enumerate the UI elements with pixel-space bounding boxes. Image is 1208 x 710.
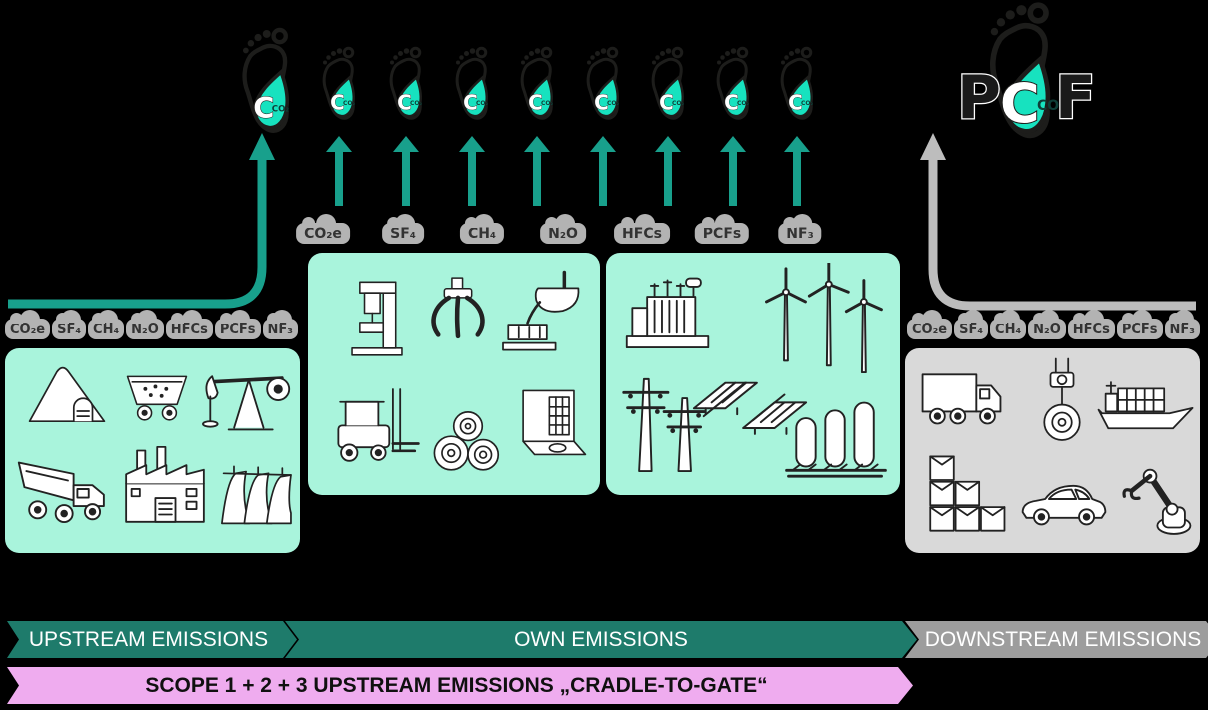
container-ship-icon [1095, 368, 1197, 438]
emission-stamp [715, 45, 751, 206]
gas-cloud: HFCs [614, 217, 670, 244]
gas-cloud: PCFs [694, 217, 750, 244]
banner-downstream-emissions: DOWNSTREAM EMISSIONS [905, 621, 1208, 658]
crane-hook-coil-icon [1031, 356, 1093, 454]
pcf-logo: P C CO₂ F [956, 0, 1097, 140]
gas-cloud: PCFs [214, 313, 261, 339]
packages-icon [923, 450, 1009, 538]
transformer-station-icon [618, 273, 718, 361]
gas-cloud: CO₂e [907, 313, 953, 339]
downstream-gas-row: CO₂e SF₄ CH₄ N₂O HFCs PCFs NF₃ [907, 313, 1200, 339]
upstream-gas-row: CO₂e SF₄ CH₄ N₂O HFCs PCFs NF₃ [5, 313, 298, 339]
banner-label: OWN EMISSIONS [514, 628, 688, 651]
carbon-footprint-icon [650, 46, 685, 120]
up-arrow-icon [459, 136, 485, 206]
gas-cloud: SF₄ [954, 313, 989, 339]
mine-cart-icon [117, 364, 197, 426]
pcf-co2-label: CO₂ [1037, 98, 1065, 114]
dump-truck-icon [15, 448, 119, 530]
gas-cloud: HFCs [165, 313, 213, 339]
emission-stamp [388, 45, 424, 206]
panel-own-production [308, 253, 600, 495]
carbon-footprint-icon [321, 46, 356, 120]
gas-cloud: CH₄ [990, 313, 1027, 339]
emission-stamp [779, 45, 815, 206]
emission-stamp [321, 45, 357, 206]
up-arrow-icon [590, 136, 616, 206]
factory-icon [117, 444, 213, 532]
cargo-truck-icon [917, 362, 1019, 434]
car-body-icon [1017, 470, 1111, 528]
up-arrow-icon [784, 136, 810, 206]
emission-stamp [585, 45, 621, 206]
ore-mound-icon [23, 360, 111, 428]
forklift-icon [322, 381, 422, 477]
gas-cloud: CH₄ [88, 313, 125, 339]
gas-cloud: CH₄ [459, 217, 505, 244]
up-arrow-icon [524, 136, 550, 206]
grabber-claw-icon [420, 267, 496, 363]
gas-cloud: NF₃ [262, 313, 298, 339]
processing-machine-icon [510, 379, 592, 479]
pcf-letter-p: P [957, 63, 1001, 133]
up-arrow-icon [393, 136, 419, 206]
emission-stamp [519, 45, 555, 206]
pcf-letter-c: C [1000, 72, 1040, 135]
gas-cloud: CO₂e [5, 313, 51, 339]
power-pylons-icon [618, 369, 714, 479]
carbon-footprint-icon [454, 46, 489, 120]
banner-own-emissions: OWN EMISSIONS [285, 621, 917, 658]
gas-cloud: HFCs [1067, 313, 1115, 339]
downstream-flow-line [920, 133, 1196, 311]
upstream-flow-line [8, 133, 275, 309]
emission-stamp [454, 45, 490, 206]
banner-scope-cradle-to-gate: SCOPE 1 + 2 + 3 UPSTREAM EMISSIONS „CRAD… [7, 667, 913, 704]
panel-upstream-raw-materials [5, 348, 300, 553]
carbon-footprint-icon [240, 26, 290, 134]
emission-stamp [650, 45, 686, 206]
robot-arm-icon [1117, 448, 1195, 540]
gas-cloud: SF₄ [52, 313, 87, 339]
panel-own-energy [606, 253, 900, 495]
gas-tanks-icon [782, 389, 890, 481]
solar-panels-icon [686, 353, 814, 437]
banner-label: SCOPE 1 + 2 + 3 UPSTREAM EMISSIONS „CRAD… [145, 674, 768, 697]
up-arrow-icon [326, 136, 352, 206]
carbon-footprint-icon [715, 46, 750, 120]
gas-cloud: SF₄ [382, 217, 424, 244]
gas-cloud: N₂O [1028, 313, 1066, 339]
oil-pumpjack-icon [201, 356, 293, 434]
banner-upstream-emissions: UPSTREAM EMISSIONS [7, 621, 297, 658]
gas-cloud: NF₃ [1164, 313, 1200, 339]
gas-cloud: PCFs [1116, 313, 1163, 339]
gas-cloud: N₂O [540, 217, 586, 244]
carbon-footprint-icon [585, 46, 620, 120]
pcf-letter-f: F [1055, 63, 1096, 133]
gas-cloud: N₂O [126, 313, 164, 339]
hydro-dam-icon [215, 450, 297, 532]
casting-ladle-icon [496, 269, 588, 369]
banner-label: DOWNSTREAM EMISSIONS [924, 628, 1202, 651]
carbon-footprint-icon [388, 46, 423, 120]
gas-cloud: NF₃ [778, 217, 822, 244]
carbon-footprint-icon [779, 46, 814, 120]
panel-downstream-logistics [905, 348, 1200, 553]
up-arrow-icon [655, 136, 681, 206]
carbon-footprint-icon [519, 46, 554, 120]
wind-turbines-icon [756, 263, 888, 375]
up-arrow-icon [720, 136, 746, 206]
steel-coils-icon [426, 403, 510, 477]
gas-cloud: CO₂e [296, 217, 350, 244]
banner-label: UPSTREAM EMISSIONS [28, 628, 269, 651]
press-machine-icon [338, 271, 416, 363]
